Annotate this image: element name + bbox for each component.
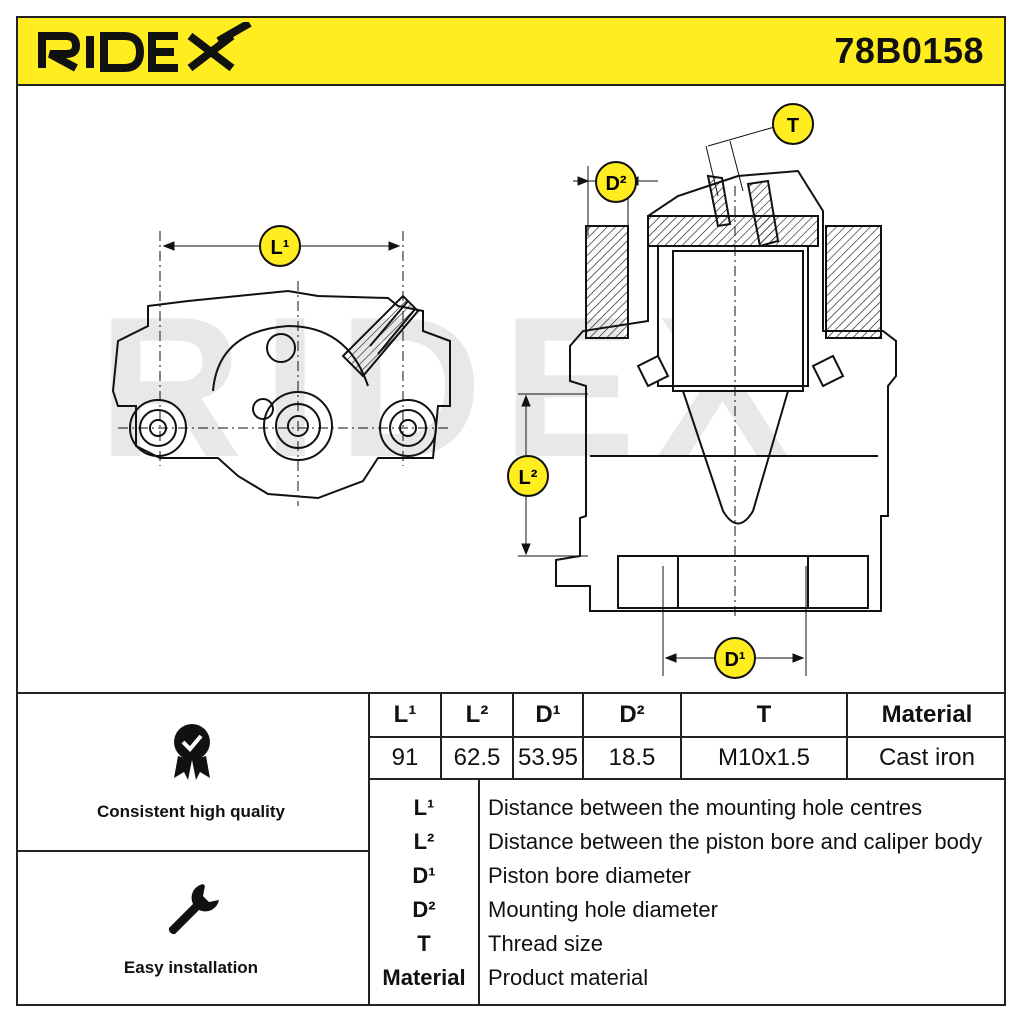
spec-value-t: M10x1.5	[717, 744, 811, 771]
legend-text: Product material	[488, 965, 649, 990]
spec-header-d1: D¹	[535, 701, 561, 728]
feature-installation-label: Easy installation	[123, 958, 259, 977]
part-number: 78B0158	[834, 30, 984, 71]
d1-callout: D¹	[714, 637, 756, 679]
legend-key: D²	[412, 897, 436, 922]
l2-callout: L²	[507, 455, 549, 497]
legend-key: L¹	[413, 795, 435, 820]
spec-header-d2: D²	[619, 701, 645, 728]
spec-value-d2: 18.5	[608, 744, 656, 771]
svg-text:T: T	[787, 115, 799, 137]
d2-callout: D²	[595, 161, 637, 203]
l1-callout: L¹	[259, 225, 301, 267]
spec-header-l2: L²	[465, 701, 489, 728]
divider	[478, 778, 480, 1006]
legend-text: Piston bore diameter	[488, 863, 691, 888]
caliper-technical-drawing: RIDEX L¹	[98, 103, 897, 679]
divider	[582, 692, 584, 778]
spec-value-material: Cast iron	[878, 744, 976, 771]
spec-header-material: Material	[881, 701, 973, 728]
feature-quality-label: Consistent high quality	[97, 802, 285, 821]
ridex-logo	[38, 22, 252, 72]
divider	[846, 692, 848, 778]
legend-text: Thread size	[488, 931, 603, 956]
svg-text:L²: L²	[519, 467, 538, 489]
spec-value-d1: 53.95	[517, 744, 579, 771]
header-bar	[16, 16, 1006, 86]
svg-text:D²: D²	[605, 173, 626, 195]
divider	[368, 778, 1006, 780]
quality-badge-icon	[174, 724, 210, 780]
legend-key: T	[417, 931, 431, 956]
svg-text:D¹: D¹	[724, 649, 745, 671]
spec-value-l2: 62.5	[453, 744, 501, 771]
divider	[440, 692, 442, 778]
svg-text:L¹: L¹	[271, 237, 290, 259]
legend-key: D¹	[412, 863, 436, 888]
spec-header-l1: L¹	[393, 701, 417, 728]
divider	[512, 692, 514, 778]
legend-text: Distance between the piston bore and cal…	[488, 829, 983, 854]
legend-text: Distance between the mounting hole centr…	[488, 795, 923, 820]
wrench-icon	[168, 884, 219, 935]
caliper-section-view	[555, 169, 897, 612]
legend-key: L²	[413, 829, 435, 854]
t-callout: T	[772, 103, 814, 145]
spec-header-t: T	[756, 701, 772, 728]
divider	[680, 692, 682, 778]
divider	[16, 850, 368, 852]
divider	[368, 692, 370, 1006]
legend-key: Material	[382, 965, 466, 990]
divider	[368, 736, 1006, 738]
spec-value-l1: 91	[391, 744, 419, 771]
legend-text: Mounting hole diameter	[488, 897, 718, 922]
divider	[16, 692, 1006, 694]
